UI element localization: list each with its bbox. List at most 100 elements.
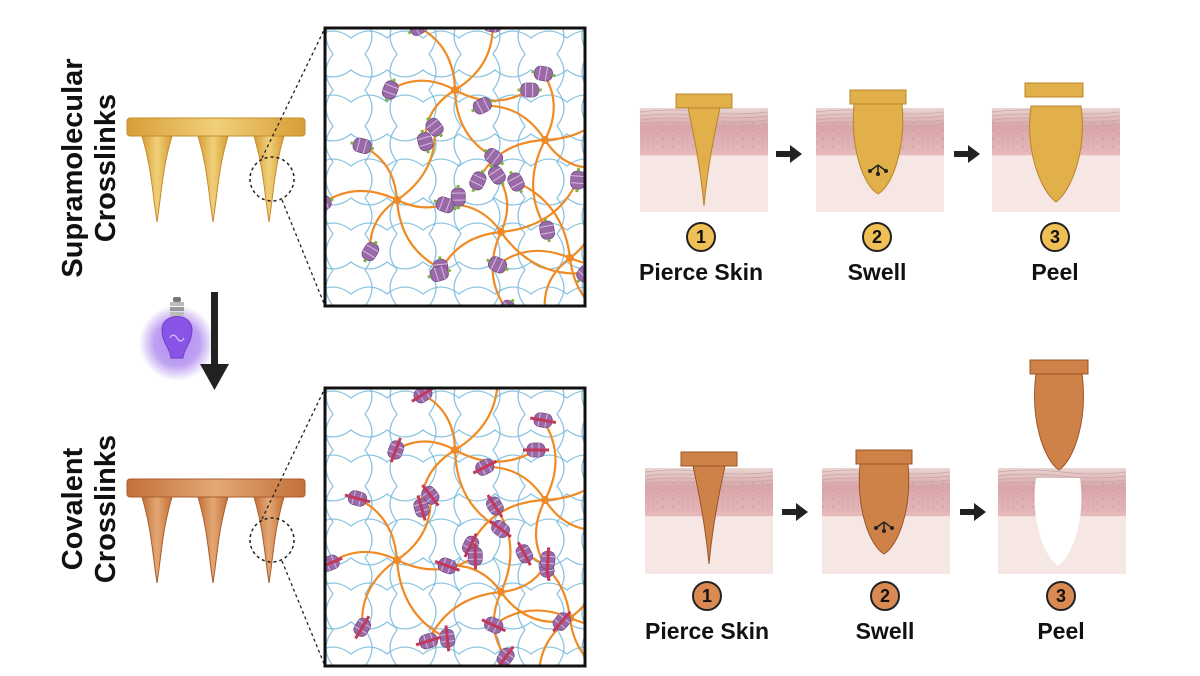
crosslink-bead	[350, 137, 375, 154]
crosslink-bead	[433, 196, 457, 214]
zoom-guides	[261, 27, 326, 667]
crosslink-bead	[595, 530, 613, 558]
network-mesh-line	[325, 30, 585, 39]
network-mesh-line	[556, 388, 565, 666]
crosslink-bead	[607, 440, 635, 469]
polymer-chain	[454, 388, 499, 451]
crosslink-bead	[417, 129, 434, 154]
crosslink-bead	[425, 116, 444, 138]
network-mesh-line	[325, 518, 585, 527]
polymer-hub	[541, 496, 549, 504]
step-badge-top-3: 3	[1040, 222, 1070, 252]
crosslink-bead	[540, 547, 556, 574]
network-mesh-line	[325, 158, 585, 167]
network-mesh-line	[364, 388, 373, 666]
microneedle-array-supramolecular	[126, 117, 306, 223]
swell-arrows-icon	[874, 521, 894, 533]
network-mesh-line	[428, 388, 437, 666]
crosslink-bead	[522, 442, 549, 458]
crosslink-bead	[507, 170, 525, 194]
step-label-top-2: Swell	[847, 259, 907, 285]
step-label-bottom-3: Peel	[1037, 618, 1085, 644]
crosslink-bead	[481, 616, 507, 634]
network-mesh-line	[389, 28, 398, 306]
polymer-chain	[515, 181, 572, 259]
crosslink-bead	[531, 65, 556, 82]
right-arrow-icon	[954, 145, 980, 163]
crosslink-bead	[587, 188, 605, 214]
right-arrow-icon	[776, 145, 802, 163]
network-mesh-line	[325, 222, 585, 231]
polymer-hub	[393, 196, 401, 204]
right-arrow-icon	[782, 503, 808, 521]
crosslink-bead	[450, 185, 466, 210]
network-mesh-line	[325, 429, 585, 438]
network-mesh-line	[581, 388, 585, 662]
network-mesh-line	[428, 28, 437, 306]
network-mesh-line	[325, 69, 585, 78]
crosslink-bead	[496, 645, 515, 666]
polymer-chain	[532, 139, 549, 231]
polymer-chain	[395, 199, 442, 270]
crosslink-bead	[489, 519, 512, 538]
network-mesh-line	[556, 28, 565, 306]
crosslink-bead	[381, 78, 399, 102]
needle-top-swell	[849, 89, 907, 195]
crosslink-bead	[517, 82, 542, 98]
needle-top-pierce	[675, 93, 733, 207]
step-badge-bottom-2: 2	[870, 581, 900, 611]
crosslink-bead	[486, 494, 504, 518]
crosslink-bead	[344, 490, 371, 507]
needle-top-peel-base	[1024, 82, 1084, 98]
crosslink-bead	[439, 625, 456, 652]
crosslink-bead	[413, 495, 430, 521]
needle-bottom-peel-tip	[1034, 373, 1084, 471]
crosslink-bead	[353, 615, 372, 640]
crosslink-bead	[605, 82, 632, 109]
polymer-chain	[544, 128, 585, 142]
network-mesh-line	[325, 261, 585, 270]
crosslink-bead	[484, 368, 511, 384]
polymer-hub	[566, 254, 574, 262]
polymer-chain	[569, 256, 585, 265]
polymer-hub	[451, 86, 459, 94]
polymer-hub	[541, 136, 549, 144]
crosslink-bead	[488, 164, 506, 187]
crosslink-bead	[582, 155, 609, 181]
crosslink-bead	[570, 168, 585, 193]
crosslink-bead	[415, 632, 442, 650]
polymer-hub	[497, 588, 505, 596]
polymer-chain	[427, 590, 502, 642]
polymer-chain	[454, 28, 494, 91]
needle-bottom-pierce	[680, 451, 738, 565]
network-box-covalent	[323, 368, 635, 668]
polymer-chain	[543, 257, 571, 306]
step-label-top-3: Peel	[1031, 259, 1079, 285]
network-mesh-line	[453, 388, 462, 666]
step-badge-bottom-3: 3	[1046, 581, 1076, 611]
crosslink-bead	[552, 610, 572, 633]
crosslink-bead	[469, 169, 487, 193]
polymer-chain	[569, 602, 585, 619]
crosslink-bead	[421, 484, 440, 507]
crosslink-bead	[411, 388, 435, 404]
polymer-chain	[544, 488, 585, 502]
polymer-chain	[491, 231, 506, 306]
network-mesh-line	[325, 390, 585, 399]
network-mesh-line	[325, 582, 585, 591]
swell-arrows-icon	[868, 164, 888, 176]
crosslink-bead	[530, 412, 557, 429]
polymer-chain	[395, 559, 448, 640]
crosslink-bead	[467, 543, 483, 570]
network-mesh-line	[517, 388, 526, 666]
polymer-hub	[451, 446, 459, 454]
light-bulb-icon	[139, 297, 215, 381]
step-label-bottom-1: Pierce Skin	[644, 618, 770, 644]
polymer-hub	[497, 228, 505, 236]
crosslink-bead	[483, 148, 505, 167]
polymer-hub	[393, 556, 401, 564]
crosslink-bead	[586, 516, 615, 544]
step-badge-bottom-1: 1	[692, 581, 722, 611]
network-box-supramolecular	[323, 26, 632, 308]
